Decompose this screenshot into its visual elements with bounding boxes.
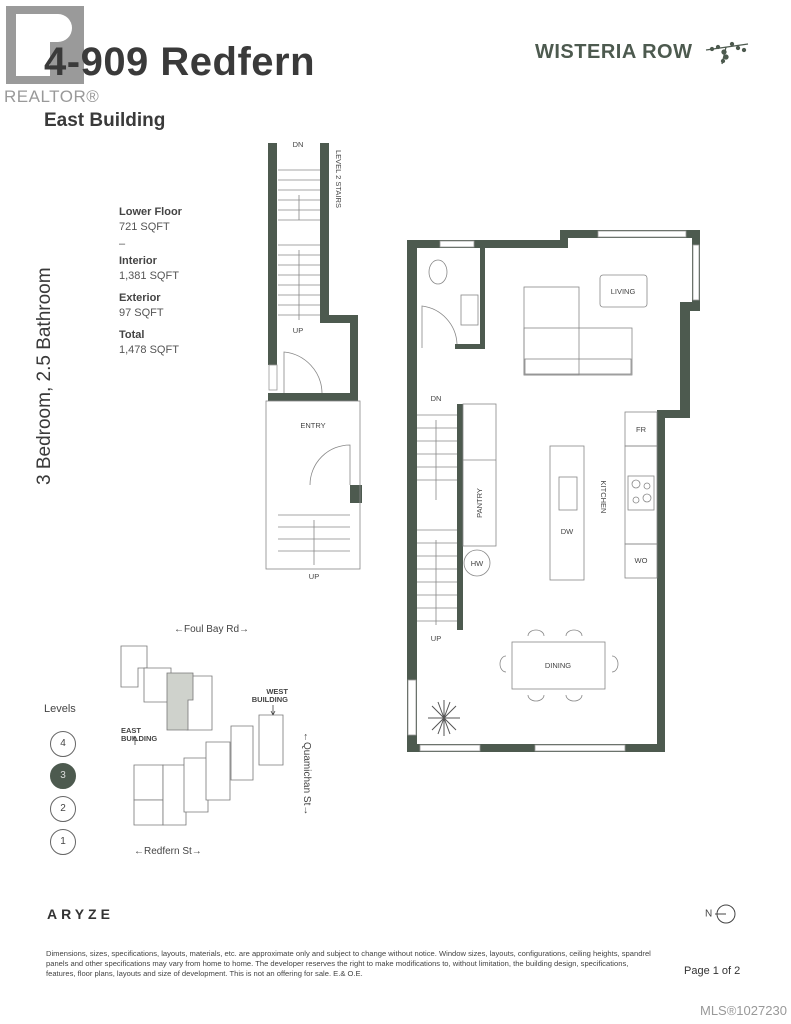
street-foul-bay: ←Foul Bay Rd→ — [174, 624, 250, 635]
street-redfern: ←Redfern St→ — [134, 846, 202, 857]
stat-value: 721 SQFT — [119, 221, 170, 233]
site-map — [120, 645, 284, 826]
street-quamichan: ←Quamichan St→ — [301, 732, 312, 816]
area-stats: Lower Floor 721 SQFT – Interior 1,381 SQ… — [119, 205, 182, 365]
plant-icon — [428, 700, 460, 736]
floor-plan: DN LEVEL 2 STAIRS UP ENTRY UP LIVING DN … — [265, 140, 700, 752]
fixtures — [265, 169, 658, 702]
stat-label: Interior — [119, 255, 157, 267]
label-pantry: PANTRY — [475, 488, 484, 518]
page-subtitle: East Building — [44, 110, 166, 131]
windows — [268, 230, 700, 752]
label-dn: DN — [431, 394, 442, 403]
brand-logo: WISTERIA ROW — [535, 41, 693, 63]
page-number: Page 1 of 2 — [684, 965, 741, 977]
label-dining: DINING — [545, 661, 571, 670]
level-3-button[interactable]: 3 — [50, 763, 76, 789]
mls-number: MLS®1027230 — [700, 1003, 787, 1018]
label-kitchen: KITCHEN — [599, 481, 608, 514]
level-4-button[interactable]: 4 — [50, 731, 76, 757]
label-entry: ENTRY — [300, 421, 325, 430]
stat-value: 1,381 SQFT — [119, 270, 179, 282]
label-up: UP — [293, 326, 303, 335]
north-indicator: N — [705, 903, 737, 925]
stat-separator: – — [119, 238, 126, 250]
company-logo: ARYZE — [47, 906, 114, 922]
realtor-logo — [6, 6, 84, 84]
compass-icon — [715, 904, 736, 924]
north-label: N — [705, 908, 713, 920]
stat-value: 97 SQFT — [119, 307, 164, 319]
unit-highlight — [166, 672, 194, 731]
label-living: LIVING — [611, 287, 636, 296]
label-up: UP — [431, 634, 441, 643]
stat-label: Total — [119, 329, 145, 341]
stat-label: Exterior — [119, 292, 161, 304]
label-wo: WO — [635, 556, 648, 565]
label-level2-stairs: LEVEL 2 STAIRS — [334, 150, 343, 208]
realtor-logo-text: REALTOR® — [4, 87, 100, 106]
stat-value: 1,478 SQFT — [119, 344, 179, 356]
stat-label: Lower Floor — [119, 206, 182, 218]
west-building-label: WEST BUILDING — [251, 687, 288, 704]
label-fr: FR — [636, 425, 647, 434]
wisteria-sprig-icon — [705, 41, 749, 65]
label-up: UP — [309, 572, 319, 581]
disclaimer: Dimensions, sizes, specifications, layou… — [46, 949, 651, 978]
label-dw: DW — [561, 527, 574, 536]
levels-label: Levels — [44, 703, 76, 715]
east-building-label: EAST BUILDING — [121, 726, 158, 743]
level-1-button[interactable]: 1 — [50, 829, 76, 855]
level-2-button[interactable]: 2 — [50, 796, 76, 822]
label-hw: HW — [471, 559, 484, 568]
page-title: 4-909 Redfern — [44, 40, 316, 84]
label-dn: DN — [293, 140, 304, 149]
